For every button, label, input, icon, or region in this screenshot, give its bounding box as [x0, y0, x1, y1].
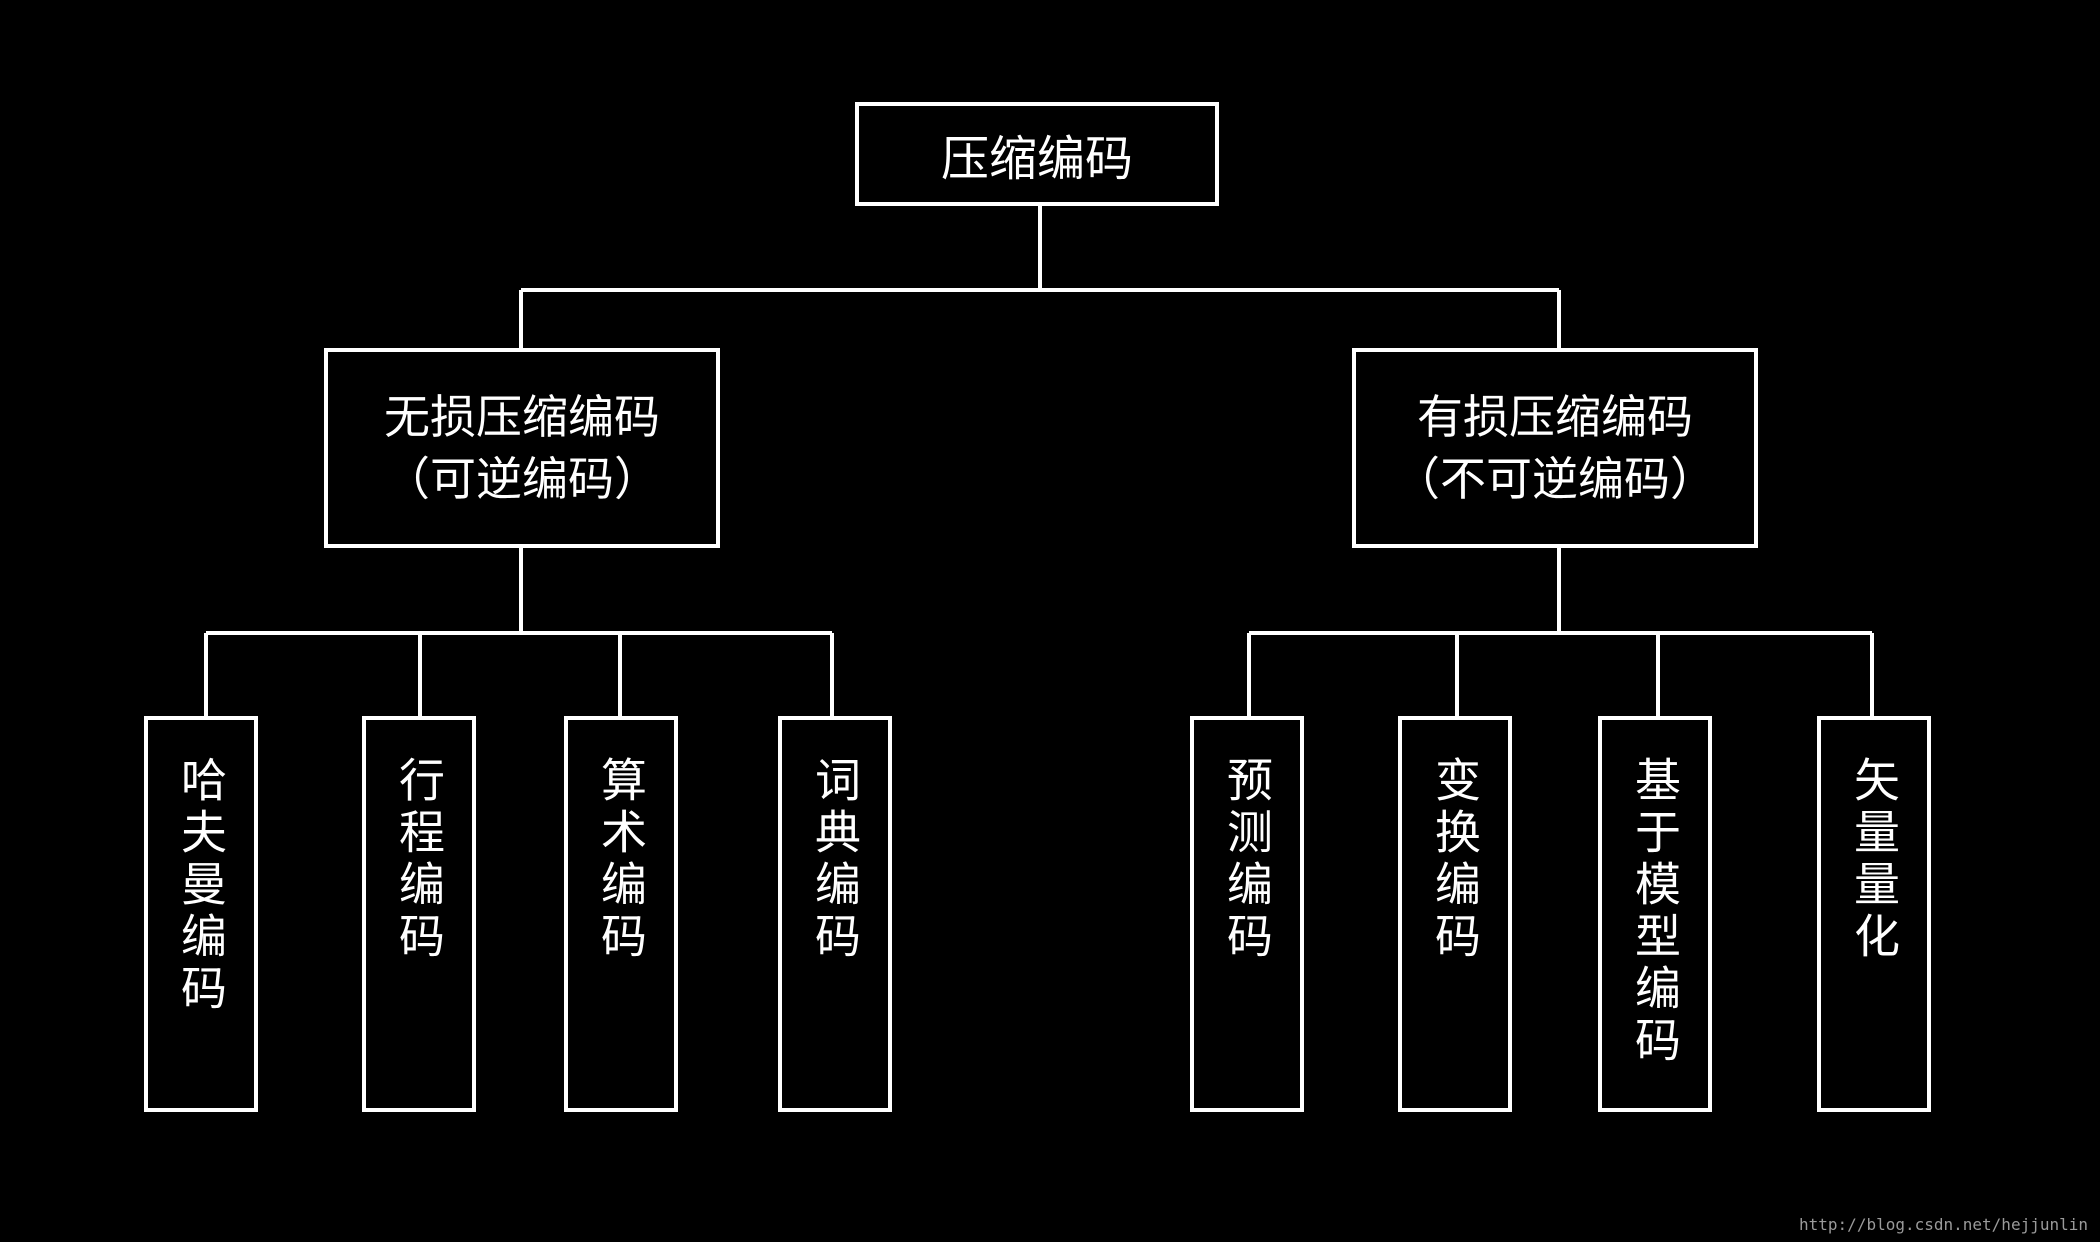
lossy-node: 有损压缩编码 （不可逆编码） [1352, 348, 1758, 548]
leaf-model-based-coding: 基于模型编码 [1598, 716, 1712, 1112]
leaf-predictive-coding-label: 预测编码 [1220, 756, 1274, 964]
leaf-run-length-coding-label: 行程编码 [392, 756, 446, 964]
leaf-transform-coding-label: 变换编码 [1428, 756, 1482, 964]
watermark-url: http://blog.csdn.net/hejjunlin [1799, 1215, 2088, 1234]
leaf-dictionary-coding: 词典编码 [778, 716, 892, 1112]
leaf-vector-quantization-label: 矢量量化 [1847, 756, 1901, 964]
root-node-label: 压缩编码 [940, 131, 1133, 187]
leaf-dictionary-coding-label: 词典编码 [808, 756, 862, 964]
leaf-arithmetic-coding-label: 算术编码 [594, 756, 648, 964]
leaf-run-length-coding: 行程编码 [362, 716, 476, 1112]
leaf-predictive-coding: 预测编码 [1190, 716, 1304, 1112]
lossless-node: 无损压缩编码 （可逆编码） [324, 348, 720, 548]
leaf-transform-coding: 变换编码 [1398, 716, 1512, 1112]
leaf-huffman-coding: 哈夫曼编码 [144, 716, 258, 1112]
leaf-huffman-coding-label: 哈夫曼编码 [174, 756, 228, 1016]
root-node: 压缩编码 [855, 102, 1219, 206]
leaf-arithmetic-coding: 算术编码 [564, 716, 678, 1112]
leaf-vector-quantization: 矢量量化 [1817, 716, 1931, 1112]
lossless-node-title: 无损压缩编码 [384, 390, 660, 444]
leaf-model-based-coding-label: 基于模型编码 [1628, 756, 1682, 1068]
lossless-node-subtitle: （可逆编码） [384, 452, 660, 506]
lossy-node-title: 有损压缩编码 [1417, 390, 1693, 444]
lossy-node-subtitle: （不可逆编码） [1394, 452, 1716, 506]
